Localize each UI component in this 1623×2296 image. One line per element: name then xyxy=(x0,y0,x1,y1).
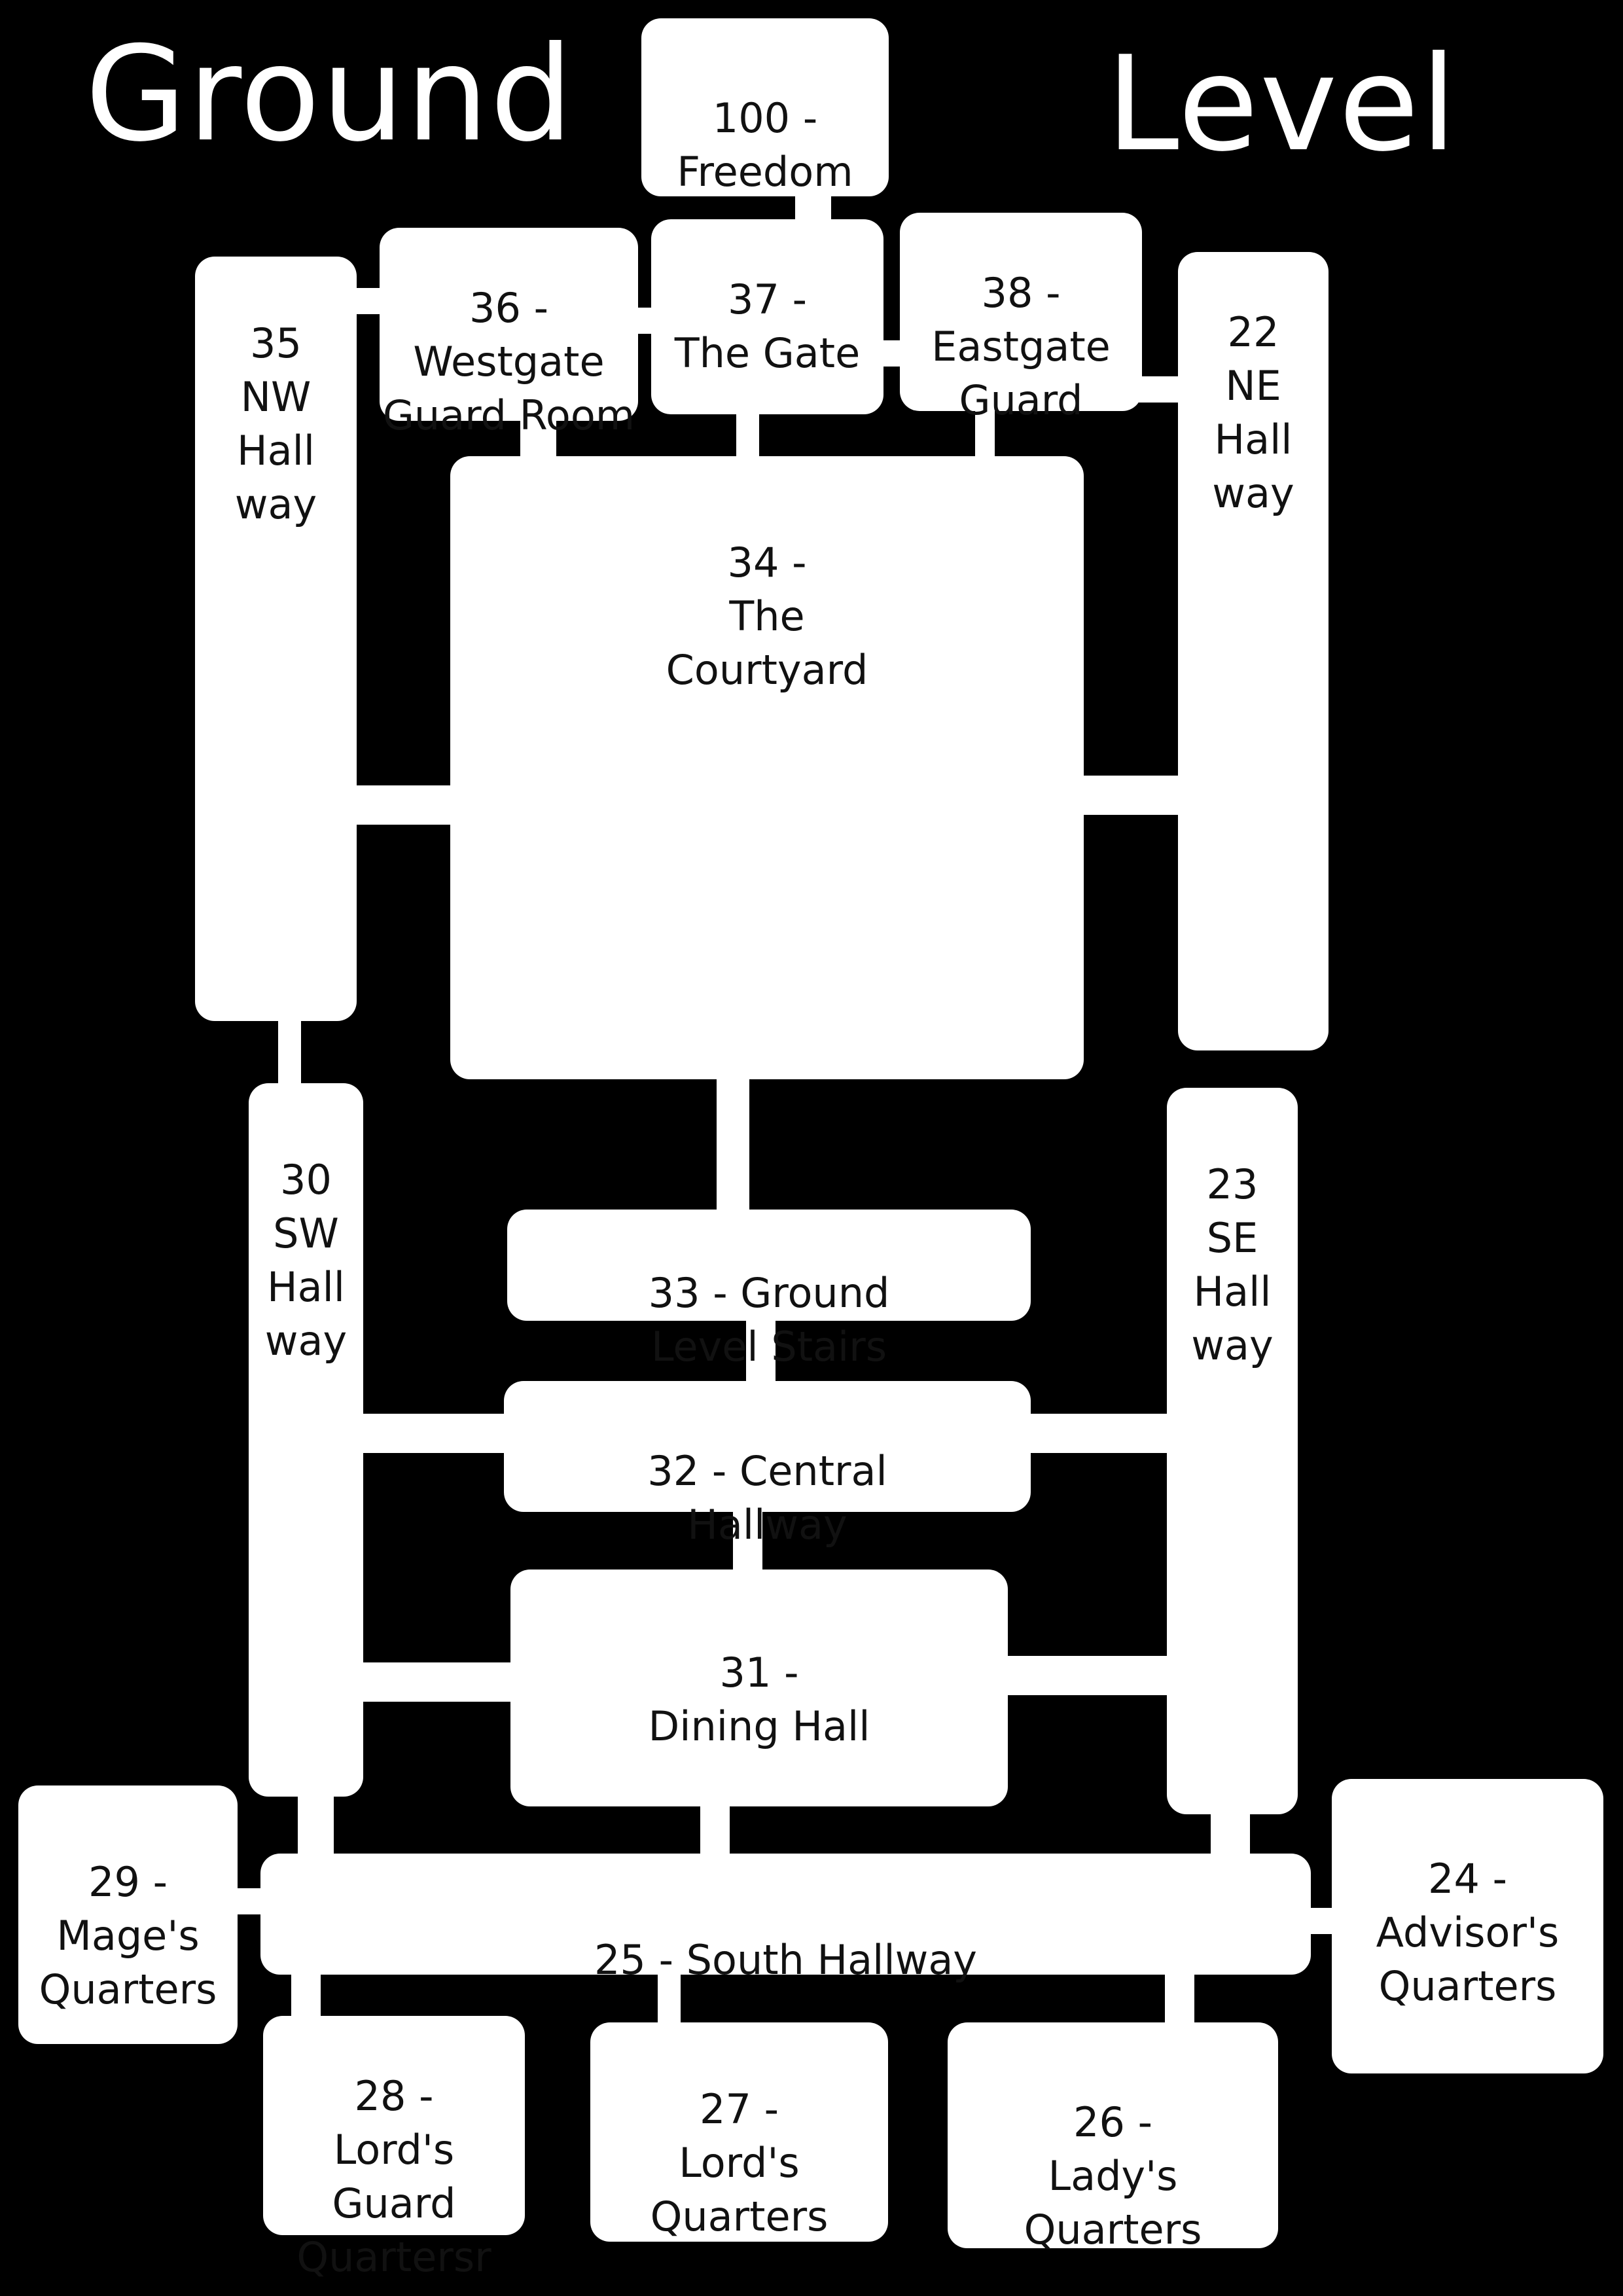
room-25-south-hallway[interactable]: 25 - South Hallway xyxy=(260,1854,1311,1984)
room-label: 28 - Lord's Guard Quartersr xyxy=(296,2072,491,2281)
connector-30-32 xyxy=(357,1414,514,1453)
room-label: 24 - Advisor's Quarters xyxy=(1376,1855,1560,2010)
room-label: 34 - The Courtyard xyxy=(666,539,868,694)
room-label: 37 - The Gate xyxy=(674,276,861,377)
connector-37-34 xyxy=(736,412,759,458)
room-27-lords-quarters[interactable]: 27 - Lord's Quarters xyxy=(590,2022,888,2242)
connector-31-25 xyxy=(700,1800,730,1859)
room-34-the-courtyard[interactable]: 34 - The Courtyard xyxy=(450,456,1084,1079)
connector-34-22 xyxy=(1080,776,1178,815)
room-100-freedom[interactable]: 100 - Freedom xyxy=(641,18,889,196)
connector-35-30 xyxy=(278,1014,301,1086)
room-label: 22 NE Hall way xyxy=(1212,308,1294,517)
room-29-mages-quarters[interactable]: 29 - Mage's Quarters xyxy=(18,1785,238,2044)
room-23-se-hallway[interactable]: 23 SE Hall way xyxy=(1167,1088,1298,1814)
room-label: 31 - Dining Hall xyxy=(648,1649,870,1750)
room-37-the-gate[interactable]: 37 - The Gate xyxy=(651,219,883,414)
room-label: 30 SW Hall way xyxy=(264,1156,348,1365)
connector-37-38 xyxy=(880,340,903,367)
connector-31-23 xyxy=(1005,1656,1181,1695)
connector-23-25 xyxy=(1211,1806,1250,1859)
room-36-westgate-guard-room[interactable]: 36 - Westgate Guard Room xyxy=(380,228,638,439)
room-26-ladys-quarters[interactable]: 26 - Lady's Quarters xyxy=(948,2022,1278,2253)
room-label: 35 NW Hall way xyxy=(234,319,317,528)
connector-29-25 xyxy=(232,1888,265,1914)
connector-30-25 xyxy=(298,1787,334,1859)
connector-32-23 xyxy=(1024,1414,1181,1453)
connector-34-33 xyxy=(717,1073,749,1211)
room-31-dining-hall[interactable]: 31 - Dining Hall xyxy=(510,1570,1008,1806)
room-label: 23 SE Hall way xyxy=(1191,1160,1274,1369)
room-22-ne-hallway[interactable]: 22 NE Hall way xyxy=(1178,252,1329,1050)
room-label: 25 - South Hallway xyxy=(594,1936,978,1984)
room-28-lords-guard-quarters[interactable]: 28 - Lord's Guard Quartersr xyxy=(263,2016,525,2281)
connector-38-34 xyxy=(975,409,995,458)
room-24-advisors-quarters[interactable]: 24 - Advisor's Quarters xyxy=(1332,1779,1603,2073)
room-label: 36 - Westgate Guard Room xyxy=(382,284,635,439)
room-label: 32 - Central Hallway xyxy=(647,1447,887,1549)
room-32-central-hallway[interactable]: 32 - Central Hallway xyxy=(504,1381,1031,1549)
room-30-sw-hallway[interactable]: 30 SW Hall way xyxy=(249,1083,363,1797)
connector-38-22 xyxy=(1139,376,1178,403)
title-ground: Ground xyxy=(85,18,575,171)
connector-33-32 xyxy=(746,1312,776,1391)
title-level: Level xyxy=(1106,28,1458,181)
room-label: 100 - Freedom xyxy=(677,94,853,196)
room-label: 29 - Mage's Quarters xyxy=(39,1858,217,2013)
connector-36-34 xyxy=(520,419,556,458)
room-label: 26 - Lady's Quarters xyxy=(1024,2098,1202,2253)
connector-35-34 xyxy=(350,785,452,825)
connector-30-31 xyxy=(357,1662,514,1702)
room-33-ground-level-stairs[interactable]: 33 - Ground Level Stairs xyxy=(507,1210,1031,1371)
room-label: 27 - Lord's Quarters xyxy=(650,2085,829,2240)
connector-32-31 xyxy=(733,1505,762,1577)
room-label: 38 - Eastgate Guard xyxy=(931,269,1111,424)
room-38-eastgate-guard[interactable]: 38 - Eastgate Guard xyxy=(900,213,1142,424)
room-label: 33 - Ground Level Stairs xyxy=(648,1269,890,1371)
room-35-nw-hallway[interactable]: 35 NW Hall way xyxy=(195,257,357,1021)
